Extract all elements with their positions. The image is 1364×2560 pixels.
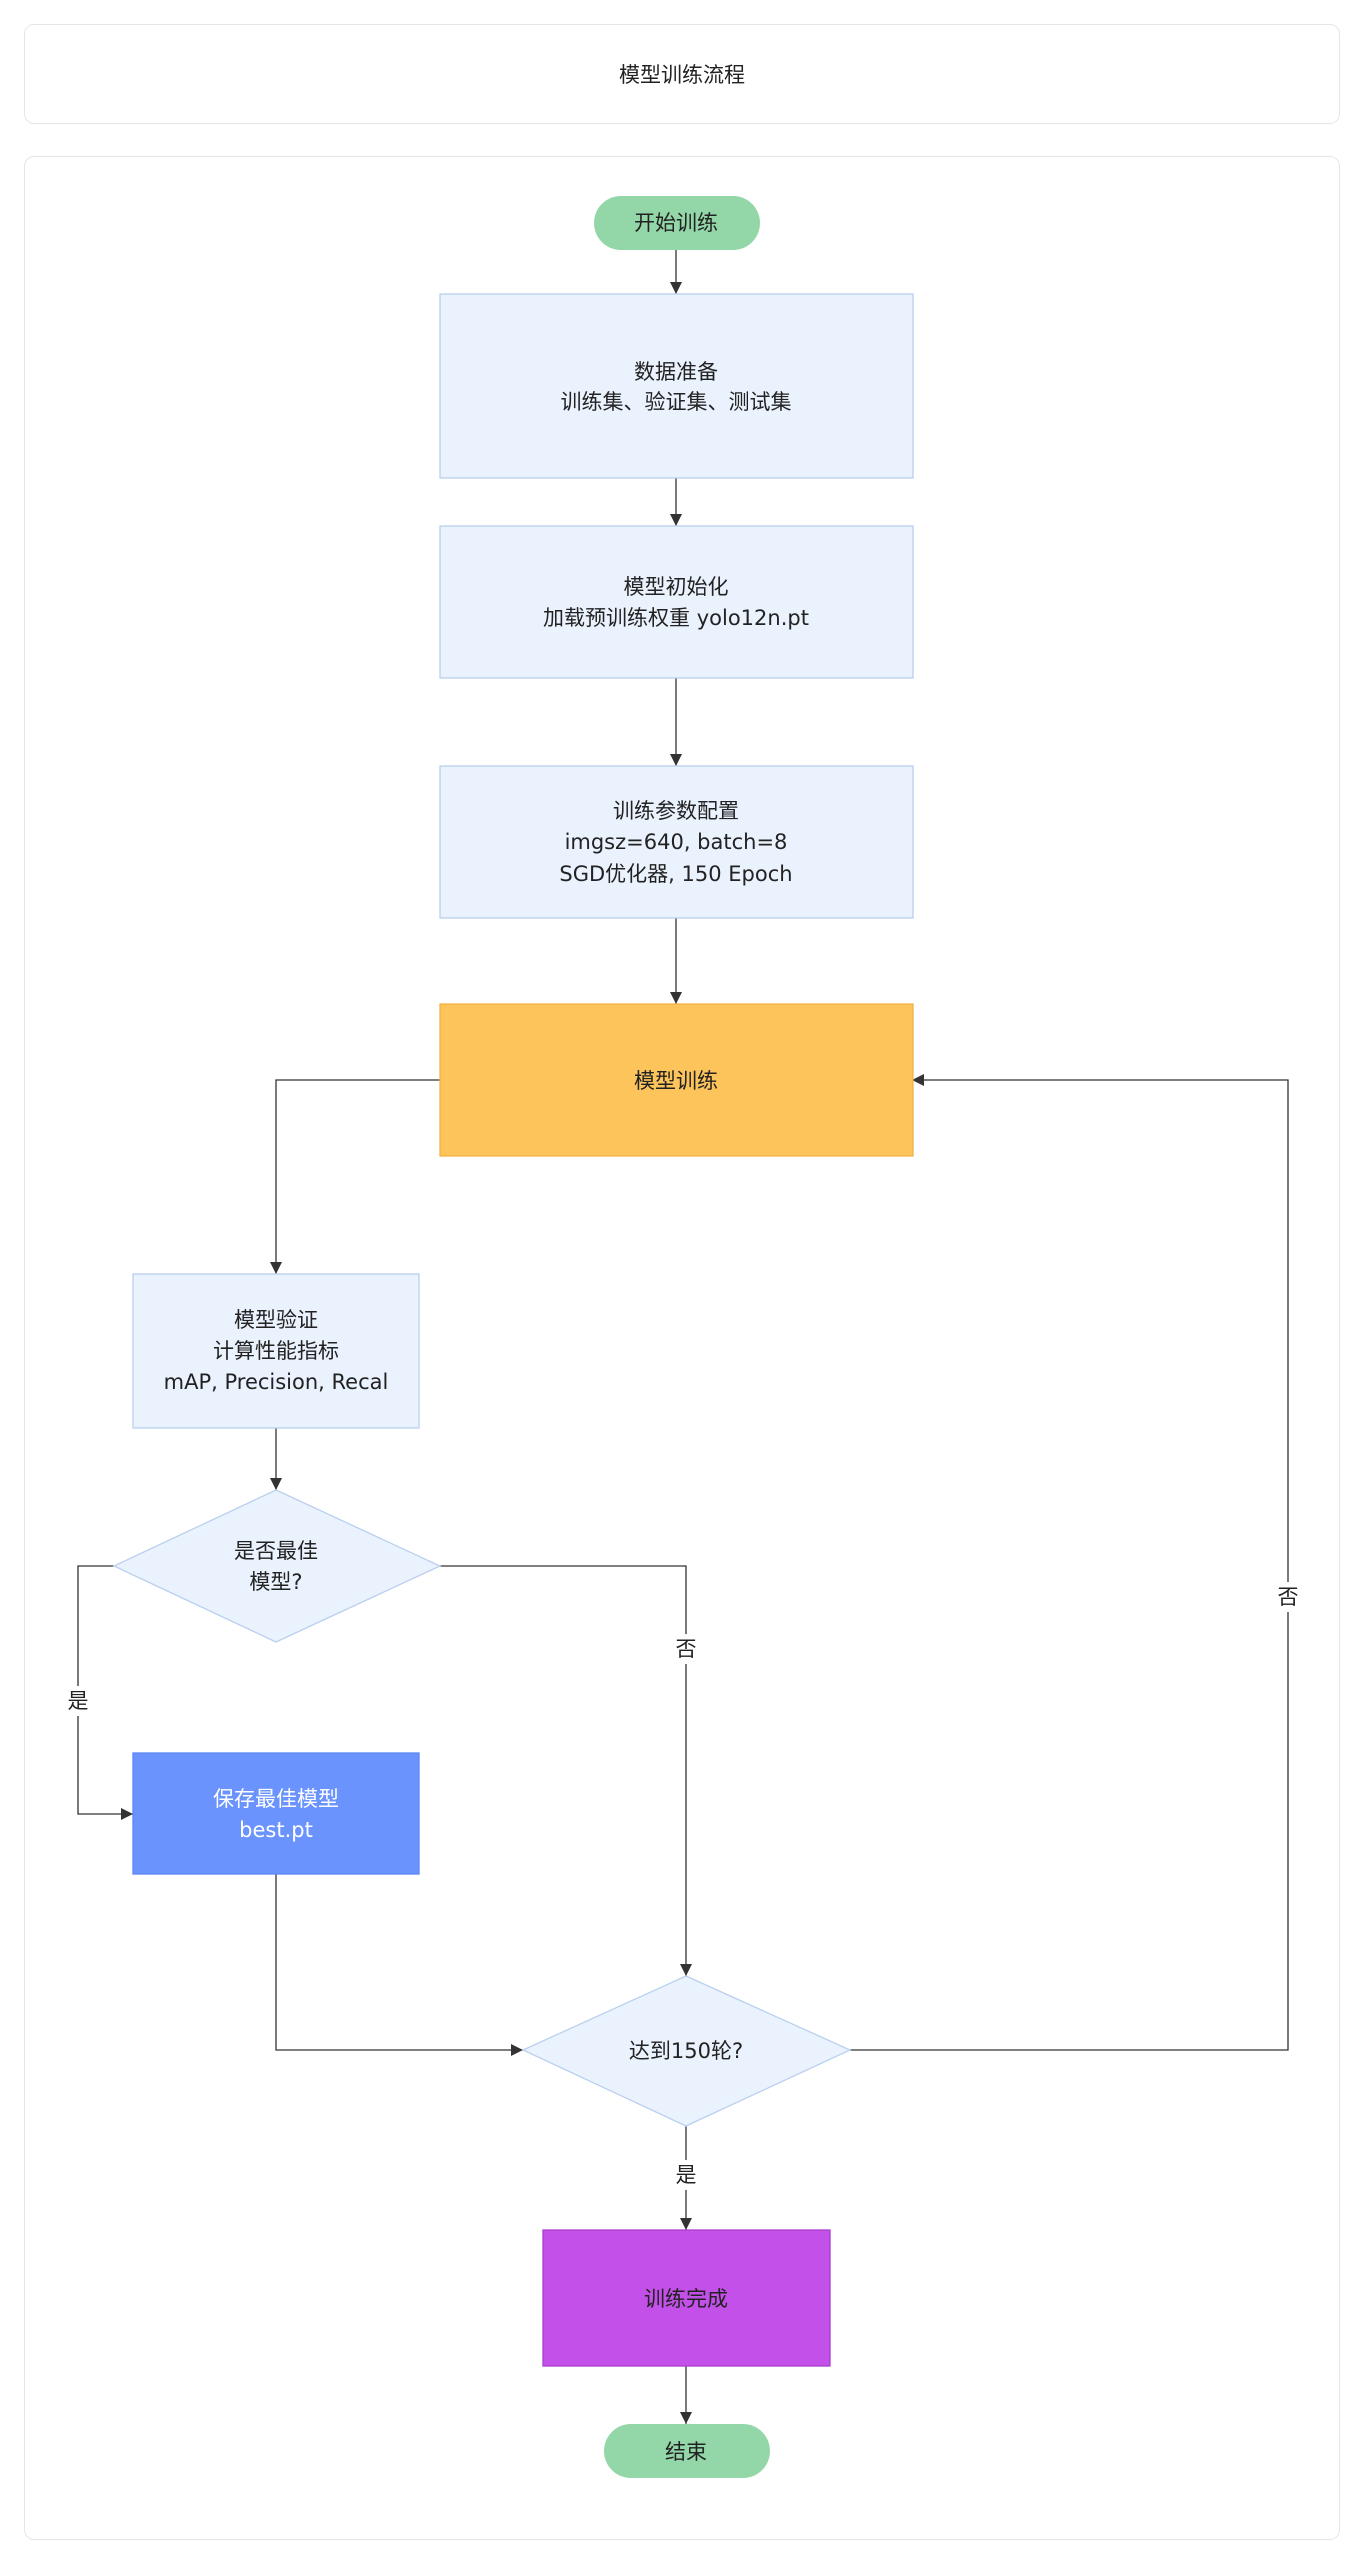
node-validation-line-3: mAP, Precision, Recal — [164, 1370, 389, 1394]
edge-label-best-no: 否 — [676, 1637, 697, 1661]
diagram-card — [24, 156, 1340, 2540]
node-start-shape — [594, 196, 760, 250]
node-model-init-shape — [439, 525, 914, 679]
node-train-config-line-2: imgsz=640, batch=8 — [565, 830, 788, 854]
node-finish: 训练完成 — [542, 2229, 831, 2367]
edge-labels: 是 否 是 否 — [62, 1582, 1304, 2190]
node-train-config-line-1: 训练参数配置 — [613, 799, 739, 823]
page-title: 模型训练流程 — [619, 63, 745, 87]
node-data-prep-line-2: 训练集、验证集、测试集 — [561, 390, 792, 414]
node-save-best-line-2: best.pt — [239, 1818, 313, 1842]
node-model-init-line-1: 模型初始化 — [624, 575, 729, 599]
node-save-best-shape — [132, 1752, 420, 1875]
edge-label-epoch-yes: 是 — [676, 2163, 697, 2187]
edge-save-to-epoch-check — [275, 1874, 523, 2056]
node-training-label: 模型训练 — [634, 1069, 718, 1093]
edge-label-best-yes: 是 — [68, 1689, 89, 1713]
node-training: 模型训练 — [439, 1003, 914, 1157]
node-end: 结束 — [604, 2424, 770, 2478]
node-finish-label: 训练完成 — [644, 2287, 728, 2311]
node-start-label: 开始训练 — [634, 211, 718, 235]
title-card: 模型训练流程 — [24, 24, 1340, 124]
node-save-best-line-1: 保存最佳模型 — [213, 1787, 339, 1811]
node-data-prep-shape — [439, 293, 914, 479]
edge-training-to-validation — [270, 1079, 440, 1274]
node-validation-line-2: 计算性能指标 — [213, 1339, 339, 1363]
node-save-best: 保存最佳模型 best.pt — [132, 1752, 420, 1875]
node-validation: 模型验证 计算性能指标 mAP, Precision, Recal — [132, 1273, 420, 1429]
edge-epoch-check-no — [850, 1074, 1289, 2051]
node-training-shape — [439, 1003, 914, 1157]
node-validation-line-1: 模型验证 — [234, 1308, 318, 1332]
node-model-init-line-2: 加载预训练权重 yolo12n.pt — [543, 606, 809, 630]
node-best-check-line-1: 是否最佳 — [234, 1539, 318, 1563]
node-data-prep-line-1: 数据准备 — [634, 360, 718, 384]
node-model-init: 模型初始化 加载预训练权重 yolo12n.pt — [439, 525, 914, 679]
node-best-check: 是否最佳 模型? — [112, 1489, 442, 1643]
node-best-check-line-2: 模型? — [249, 1570, 302, 1594]
node-start: 开始训练 — [594, 196, 760, 250]
node-train-config: 训练参数配置 imgsz=640, batch=8 SGD优化器, 150 Ep… — [439, 765, 914, 919]
node-finish-shape — [542, 2229, 831, 2367]
node-epoch-check: 达到150轮? — [521, 1975, 852, 2127]
node-train-config-shape — [439, 765, 914, 919]
node-epoch-check-label: 达到150轮? — [629, 2039, 743, 2063]
node-best-check-shape — [112, 1489, 442, 1643]
edge-label-epoch-no: 否 — [1278, 1585, 1299, 1609]
edges — [77, 250, 1289, 2424]
node-end-shape — [604, 2424, 770, 2478]
edge-best-check-no — [440, 1565, 692, 1976]
node-end-label: 结束 — [665, 2440, 707, 2464]
node-epoch-check-shape — [521, 1975, 852, 2127]
node-train-config-line-3: SGD优化器, 150 Epoch — [559, 862, 792, 886]
node-data-prep: 数据准备 训练集、验证集、测试集 — [439, 293, 914, 479]
node-validation-shape — [132, 1273, 420, 1429]
